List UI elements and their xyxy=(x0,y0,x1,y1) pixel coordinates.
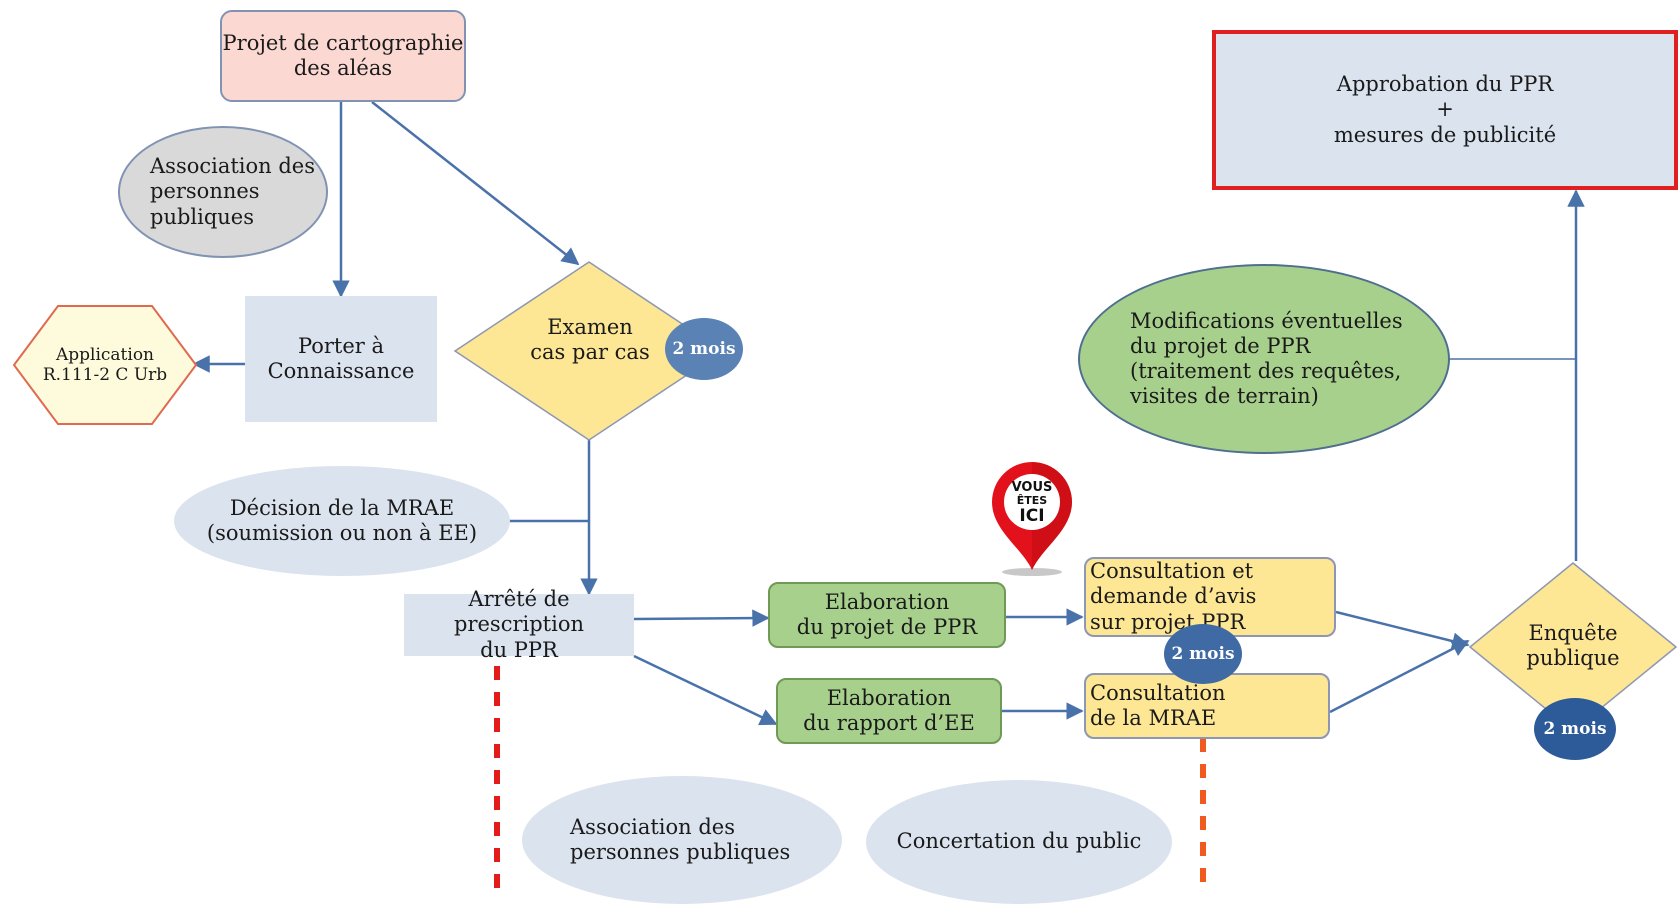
node-association-personnes-publiques-top: Association des personnes publiques xyxy=(118,126,328,258)
node-enquete-label: Enquête publique xyxy=(1526,620,1620,670)
location-pin-icon: VOUS ÊTES ICI xyxy=(988,460,1078,578)
node-porter-a-connaissance: Porter à Connaissance xyxy=(245,296,437,422)
node-association-personnes-publiques-bottom: Association des personnes publiques xyxy=(522,776,842,904)
node-consultation-mrae: Consultation de la MRAE xyxy=(1084,673,1330,739)
node-examen-diamond xyxy=(453,261,725,441)
arrow-arrete-to-elaboration-projet xyxy=(633,609,770,627)
node-decision-mrae: Décision de la MRAE (soumission ou non à… xyxy=(174,466,510,576)
node-elaboration-projet-ppr: Elaboration du projet de PPR xyxy=(768,582,1006,648)
badge-enquete-duration: 2 mois xyxy=(1534,698,1616,760)
node-consultation-demande-avis: Consultation et demande d’avis sur proje… xyxy=(1084,557,1336,637)
node-application-label: Application R.111-2 C Urb xyxy=(42,344,168,385)
pin-text-line3: ICI xyxy=(1019,506,1045,526)
node-elaboration-rapport-ee: Elaboration du rapport d’EE xyxy=(776,678,1002,744)
node-examen-label: Examen cas par cas xyxy=(530,314,650,364)
badge-examen-duration: 2 mois xyxy=(665,318,743,380)
node-approbation-ppr: Approbation du PPR + mesures de publicit… xyxy=(1212,30,1678,190)
pin-text-line1: VOUS xyxy=(1011,480,1053,495)
arrow-arrete-to-elaboration-rapport xyxy=(633,654,778,726)
node-modifications-eventuelles: Modifications éventuelles du projet de P… xyxy=(1078,264,1450,454)
node-application-hexagon xyxy=(12,305,198,425)
pin-text-line2: ÊTES xyxy=(1016,494,1048,507)
node-concertation-public: Concertation du public xyxy=(866,780,1172,904)
badge-consultation-duration: 2 mois xyxy=(1164,624,1242,684)
arrow-projet-to-examen xyxy=(371,101,580,266)
arrow-consultation-mrae-to-enquete xyxy=(1329,639,1470,714)
node-projet-cartographie: Projet de cartographie des aléas xyxy=(220,10,466,102)
node-arrete-prescription: Arrêté de prescription du PPR xyxy=(404,587,634,662)
arrow-consultation-to-enquete xyxy=(1335,610,1470,650)
